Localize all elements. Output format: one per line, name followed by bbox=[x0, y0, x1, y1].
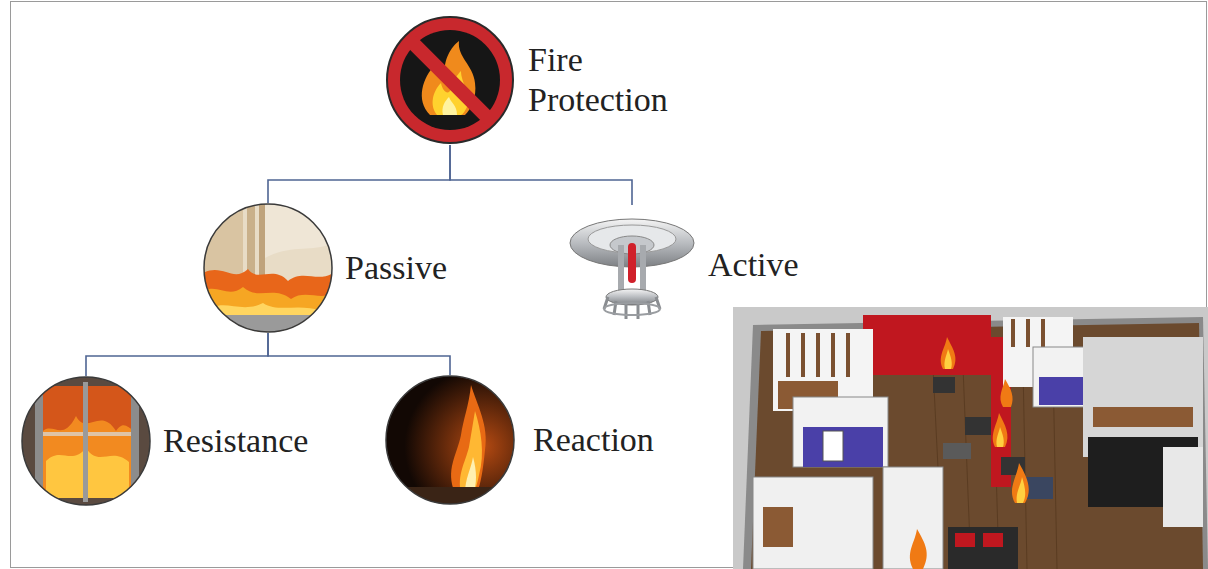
resistance-photo bbox=[21, 376, 151, 506]
tree-connector bbox=[86, 333, 268, 376]
category-node: Active bbox=[568, 205, 799, 325]
node-label: Passive bbox=[345, 248, 447, 288]
no-fire-icon bbox=[385, 15, 515, 145]
tree-connector bbox=[450, 145, 632, 205]
node-label: Resistance bbox=[163, 421, 308, 461]
category-node: Passive bbox=[203, 203, 447, 333]
sprinkler-icon bbox=[568, 205, 696, 325]
subcategory-node: Reaction bbox=[385, 375, 654, 505]
node-label: Active bbox=[708, 245, 799, 285]
node-label: Reaction bbox=[533, 420, 654, 460]
passive-photo bbox=[203, 203, 333, 333]
reaction-photo bbox=[385, 375, 515, 505]
subcategory-node: Resistance bbox=[21, 376, 308, 506]
floor-plan-illustration bbox=[733, 307, 1208, 569]
tree-connector bbox=[268, 145, 450, 203]
node-label: Fire Protection bbox=[528, 40, 728, 120]
category-node: Fire Protection bbox=[385, 15, 728, 145]
tree-connector bbox=[268, 333, 450, 375]
